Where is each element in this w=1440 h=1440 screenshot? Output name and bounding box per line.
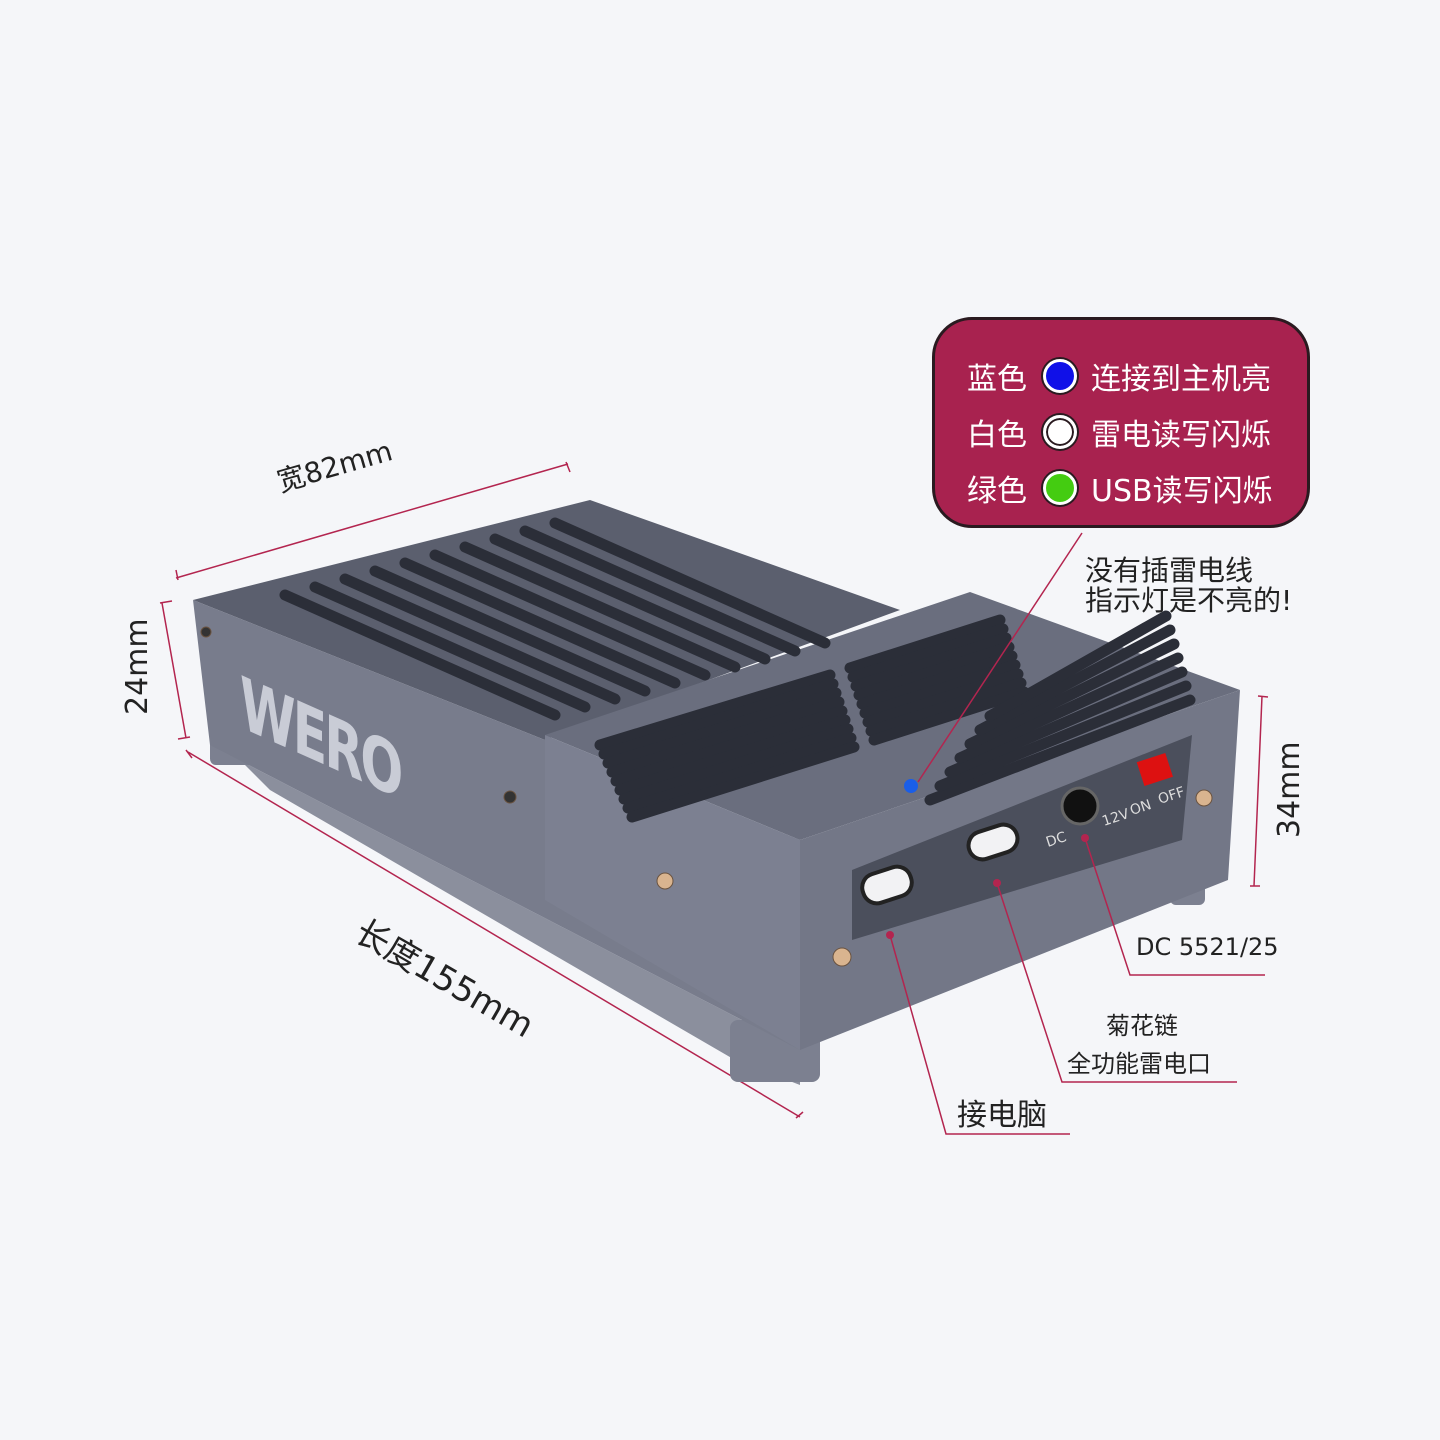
- heatsink-slot: [984, 610, 1172, 722]
- heatsink-slot: [850, 632, 1012, 692]
- port-panel: [852, 735, 1192, 940]
- heatsink-slot: [519, 525, 801, 657]
- height-right-label: 34mm: [1272, 741, 1307, 838]
- green-dot-icon: [1043, 471, 1077, 505]
- daisy-chain-callout: 菊花链: [1106, 1012, 1178, 1040]
- heatsink-slot: [279, 589, 561, 721]
- heatsink-slot: [618, 723, 854, 805]
- heatsink-slot: [614, 714, 851, 796]
- heatsink-slot: [853, 641, 1015, 701]
- thunderbolt-callout: 全功能雷电口: [1067, 1050, 1211, 1078]
- legend-item-white: 白色 雷电读写闪烁: [967, 410, 1271, 454]
- dc-jack: [1060, 786, 1100, 826]
- legend-meaning: 连接到主机亮: [1091, 362, 1271, 397]
- legend-item-green: 绿色 USB读写闪烁: [967, 466, 1273, 510]
- length-dimension-line: [185, 749, 804, 1119]
- heatsink-slot: [974, 624, 1176, 736]
- dimension-lines: [159, 461, 1269, 1119]
- legend-meaning: USB读写闪烁: [1091, 474, 1273, 509]
- heatsink-slot: [610, 705, 848, 787]
- heatsink-slot: [594, 669, 836, 751]
- pc-callout: 接电脑: [957, 1098, 1047, 1133]
- height-left-label: 24mm: [120, 618, 155, 715]
- heatsink-slot: [934, 680, 1192, 792]
- heatsink-slot: [856, 650, 1018, 710]
- height-right-dimension-line: [1250, 695, 1269, 887]
- white-dot-icon: [1043, 415, 1077, 449]
- heatsink-slot: [844, 614, 1006, 674]
- note-line-1: 没有插雷电线: [1085, 554, 1254, 587]
- heatsink-slot: [862, 668, 1024, 728]
- width-dimension-line: [175, 461, 571, 581]
- usb-c-port-pc: [860, 864, 914, 906]
- legend-meaning: 雷电读写闪烁: [1091, 418, 1271, 453]
- heatsink-slot: [369, 565, 651, 697]
- legend-item-blue: 蓝色 连接到主机亮: [967, 354, 1271, 398]
- heatsink-slot: [602, 687, 842, 769]
- heatsink-slot: [339, 573, 621, 705]
- led-legend: 蓝色 连接到主机亮 白色 雷电读写闪烁 绿色 USB读写闪烁: [932, 317, 1310, 528]
- heatsink-slot: [606, 696, 845, 778]
- dc-callout: DC 5521/25: [1136, 933, 1279, 961]
- note-line-2: 指示灯是不亮的!: [1085, 584, 1293, 617]
- blue-dot-icon: [1043, 359, 1077, 393]
- led-indicator: [904, 779, 918, 793]
- screws: [200, 626, 1213, 967]
- heatsink-slot: [399, 557, 681, 689]
- height-left-dimension-line: [159, 600, 191, 740]
- heatsink-slot: [964, 638, 1180, 750]
- heatsink-slot: [429, 549, 711, 681]
- callout-lines: [889, 532, 1265, 1135]
- legend-color-name: 绿色: [967, 474, 1027, 509]
- heatsink-slot: [549, 517, 831, 649]
- heatsink-slot: [626, 741, 860, 823]
- heatsink-slot: [598, 678, 839, 760]
- heatsink-slot: [924, 694, 1196, 806]
- thunderbolt-port: [966, 822, 1020, 862]
- heatsink-slot: [309, 581, 591, 713]
- heatsink-slot: [459, 541, 741, 673]
- power-switch: [1136, 753, 1173, 787]
- heatsink-slot: [865, 677, 1027, 737]
- legend-color-name: 蓝色: [967, 362, 1027, 397]
- legend-color-name: 白色: [967, 418, 1027, 453]
- device-body: [193, 500, 1240, 1085]
- heatsink-slot: [847, 623, 1009, 683]
- heatsink-slot: [489, 533, 771, 665]
- heatsink-slot: [622, 732, 857, 814]
- heatsink-slot: [868, 686, 1030, 746]
- indicator-note: 没有插雷电线 指示灯是不亮的!: [1085, 556, 1292, 616]
- heatsink-slot: [954, 652, 1184, 764]
- heatsink-slot: [944, 666, 1188, 778]
